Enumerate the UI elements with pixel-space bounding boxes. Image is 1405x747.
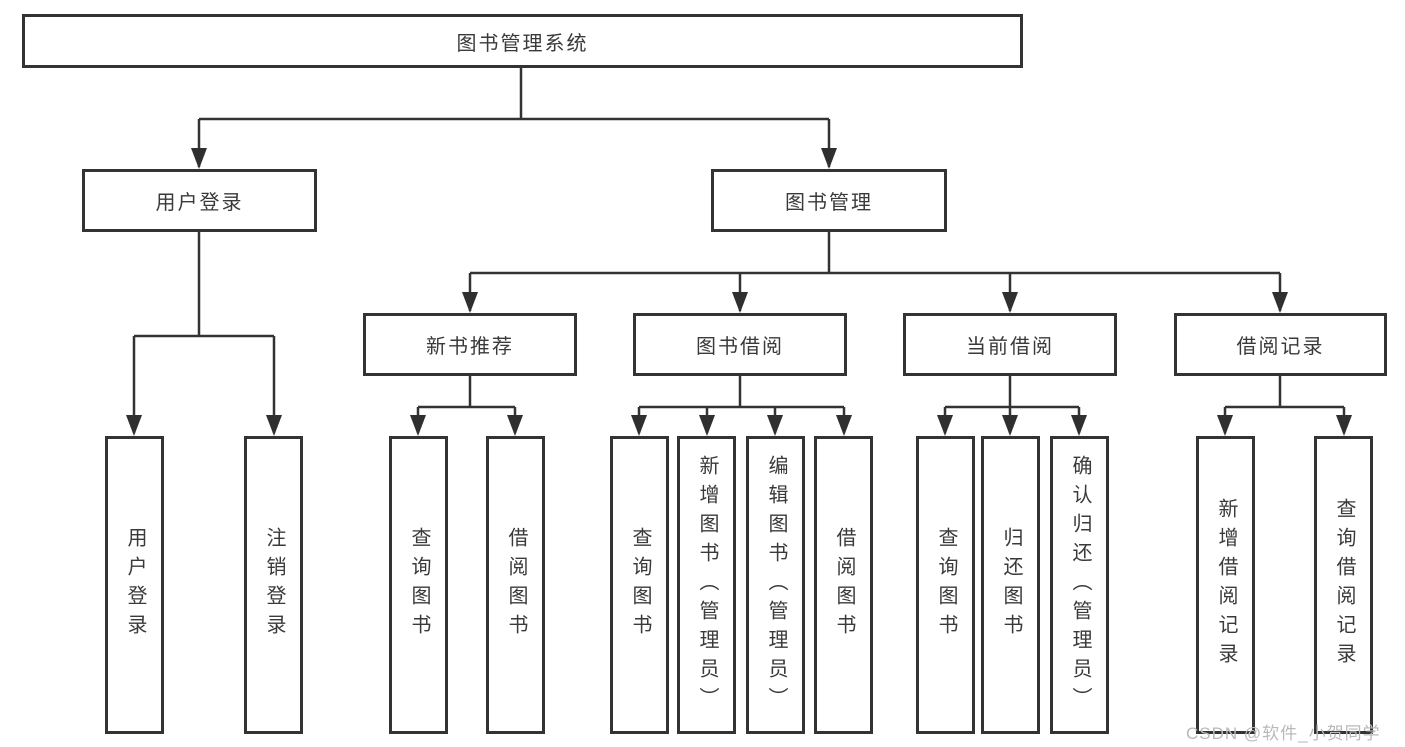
leaf-borrow-books-recommend: 借阅图书: [486, 436, 545, 734]
leaf-logout: 注销登录: [244, 436, 303, 734]
leaf-query-books-recommend: 查询图书: [389, 436, 448, 734]
leaf-edit-books-admin: 编辑图书（管理员）: [746, 436, 805, 734]
csdn-watermark: CSDN @软件_小贺同学: [1186, 724, 1381, 743]
leaf-query-books-borrow: 查询图书: [610, 436, 669, 734]
node-library-management-system: 图书管理系统: [22, 14, 1023, 68]
tree-edges: [132, 68, 1346, 433]
leaf-add-books-admin: 新增图书（管理员）: [677, 436, 736, 734]
node-book-management: 图书管理: [711, 169, 947, 232]
node-current-borrow: 当前借阅: [903, 313, 1117, 376]
leaf-return-books: 归还图书: [981, 436, 1040, 734]
arrowhead-icons: [126, 148, 1352, 436]
leaf-add-borrow-record: 新增借阅记录: [1196, 436, 1255, 734]
node-book-borrow: 图书借阅: [633, 313, 847, 376]
node-borrow-records: 借阅记录: [1174, 313, 1387, 376]
leaf-confirm-return-admin: 确认归还（管理员）: [1050, 436, 1109, 734]
node-new-book-recommend: 新书推荐: [363, 313, 577, 376]
leaf-query-borrow-record: 查询借阅记录: [1314, 436, 1373, 734]
leaf-query-books-current: 查询图书: [916, 436, 975, 734]
leaf-user-login: 用户登录: [105, 436, 164, 734]
leaf-borrow-books: 借阅图书: [814, 436, 873, 734]
node-user-login: 用户登录: [82, 169, 317, 232]
